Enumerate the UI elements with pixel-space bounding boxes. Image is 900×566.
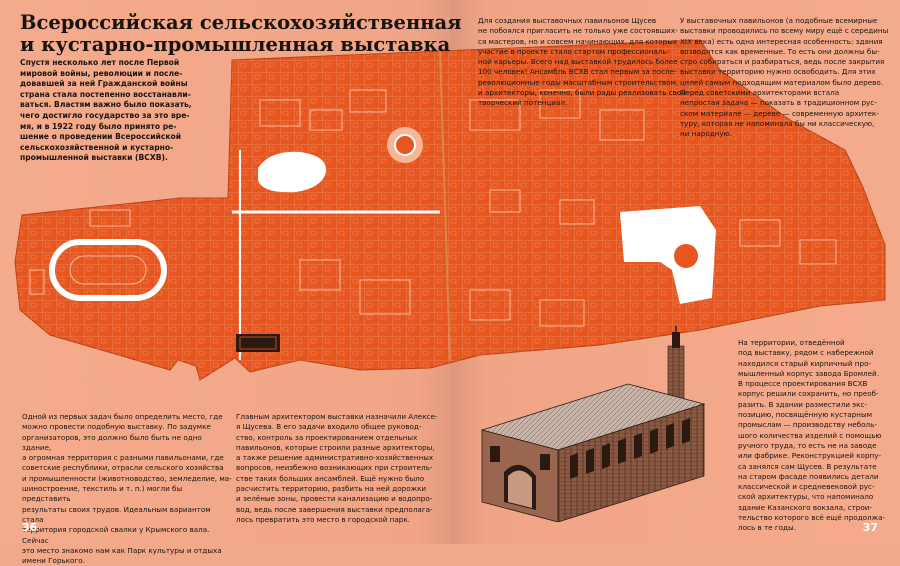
map-bromley-building xyxy=(236,334,280,352)
building-windows xyxy=(570,418,690,479)
map-central-pavilion xyxy=(387,127,423,163)
text-column-bottom-right: На территории, отведённой под выставку, … xyxy=(738,338,886,533)
title-line-2: и кустарно-промышленная выставка xyxy=(20,33,451,56)
intro-text: Спустя несколько лет после Первой мирово… xyxy=(20,58,192,163)
title-line-1: Всероссийская сельскохозяйственная xyxy=(20,11,462,34)
map-open-area xyxy=(620,206,716,304)
page-number-left: 36 xyxy=(22,521,38,534)
text-column-bottom-left: Одной из первых задач было определить ме… xyxy=(22,412,232,566)
factory-building-illustration xyxy=(480,326,706,522)
map-racetrack xyxy=(49,239,167,301)
exhibition-map xyxy=(14,39,886,381)
text-column-top-middle: Для создания выставочных павильонов Щусе… xyxy=(478,16,686,108)
text-column-bottom-middle: Главным архитектором выставки назначили … xyxy=(236,412,438,524)
map-pavilions xyxy=(29,89,837,327)
map-pond xyxy=(258,151,327,193)
page-title: Всероссийская сельскохозяйственная и кус… xyxy=(20,11,462,56)
page-number-right: 37 xyxy=(862,521,878,534)
text-column-top-right: У выставочных павильонов (а подобные все… xyxy=(680,16,889,139)
